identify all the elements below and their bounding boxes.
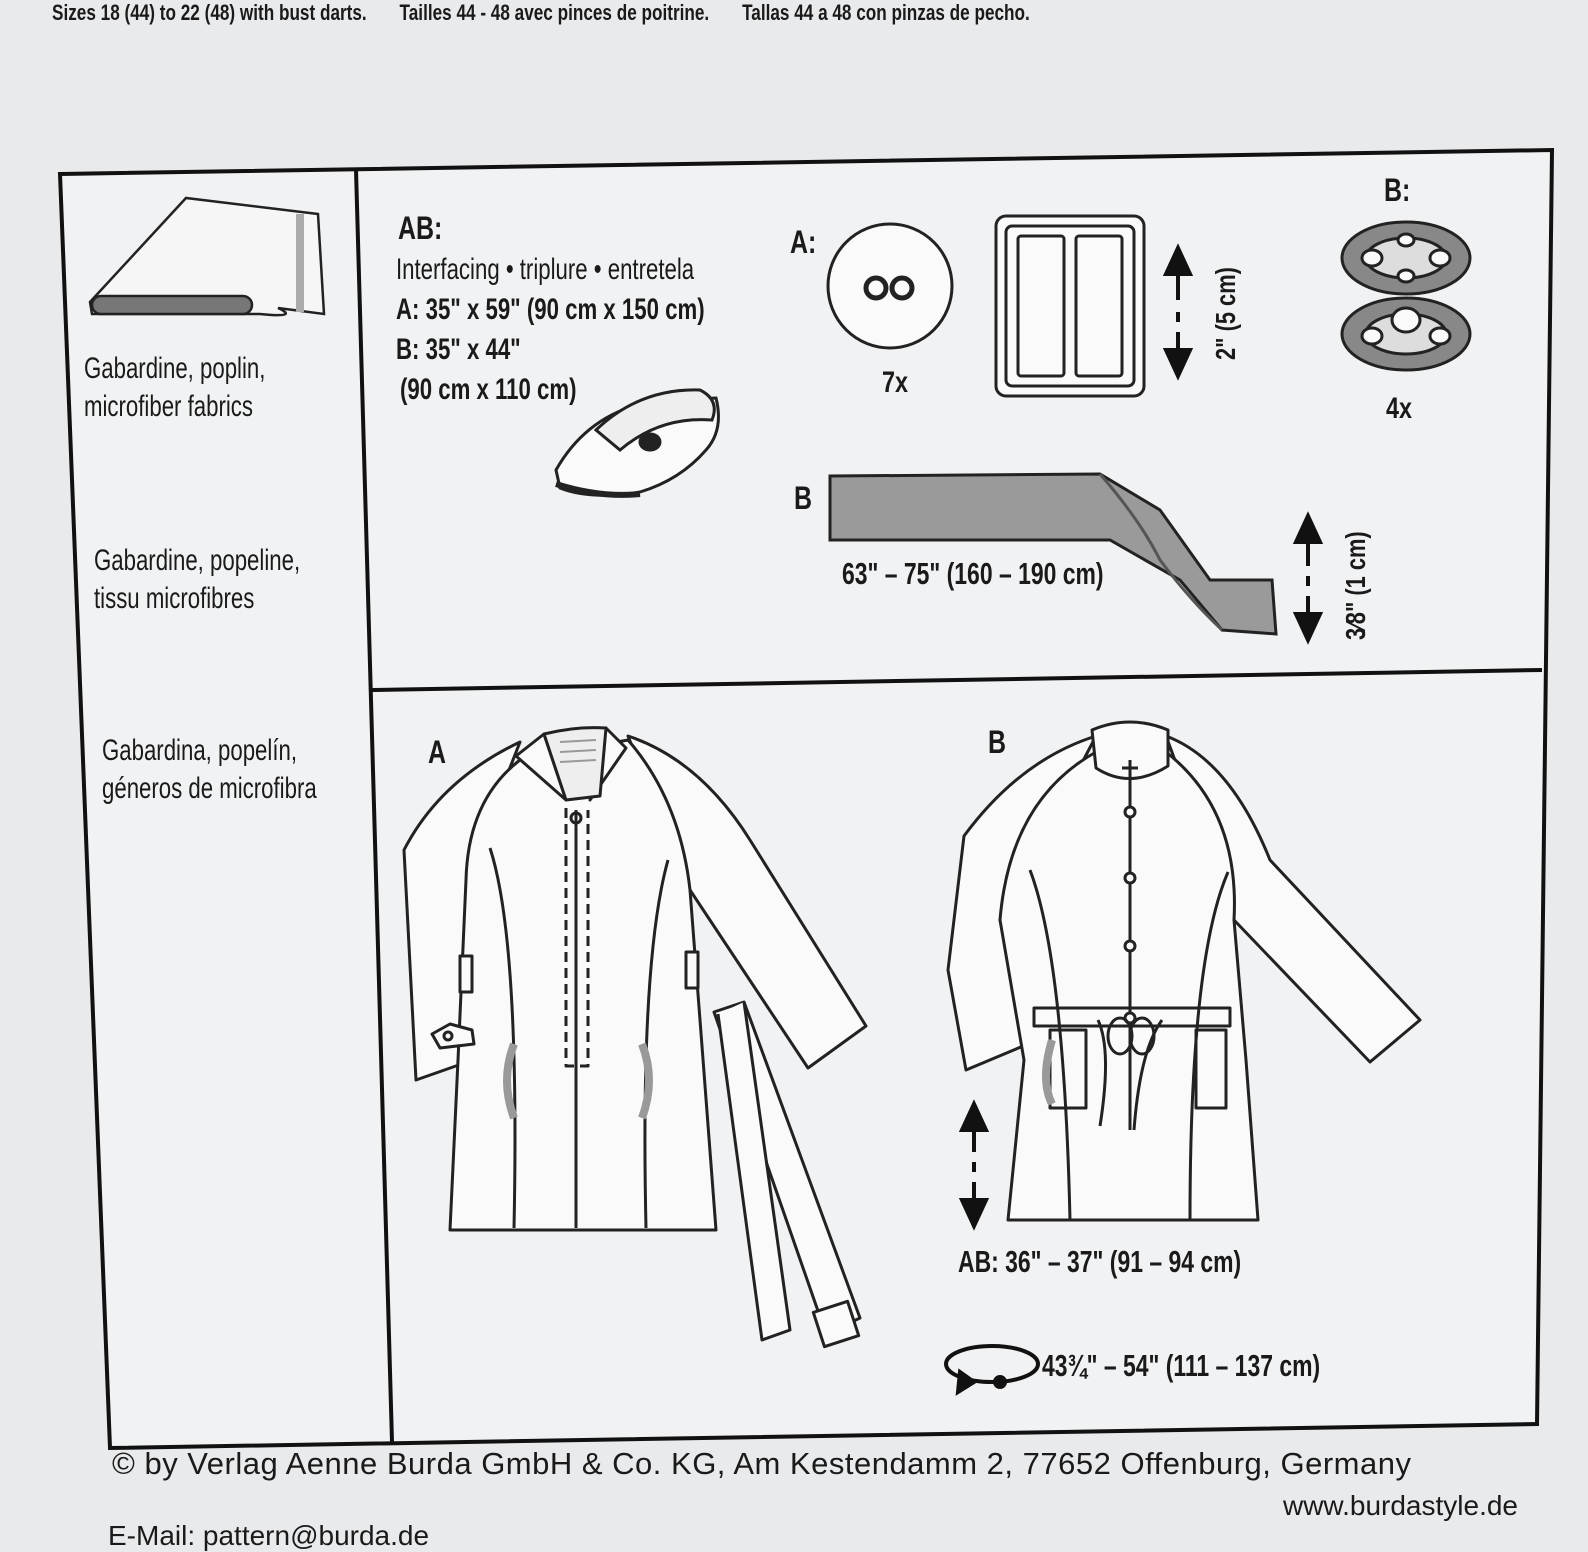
fabric-es-line2: géneros de microfibra [102, 772, 317, 805]
fabric-list-english: Gabardine, poplin, microfiber fabrics [84, 350, 265, 426]
fabric-list-french: Gabardine, popeline, tissu microfibres [94, 542, 300, 618]
interfacing-title: Interfacing • triplure • entretela [396, 253, 695, 286]
button-icon [826, 222, 954, 350]
fabric-en-line1: Gabardine, poplin, [84, 352, 266, 385]
cord-length: 63" – 75" (160 – 190 cm) [842, 556, 1104, 591]
interfacing-heading: AB: [398, 210, 443, 246]
cord-icon [828, 472, 1278, 636]
buttons-count: 7x [882, 366, 909, 399]
interfacing-b-cm: (90 cm x 110 cm) [400, 373, 577, 406]
finished-length: AB: 36" – 37" (91 – 94 cm) [958, 1244, 1242, 1279]
length-arrow [958, 1099, 990, 1231]
header-french: Tailles 44 - 48 avec pinces de poitrine. [399, 0, 710, 25]
jacket-b-drawing [946, 720, 1422, 1222]
buckle-icon [994, 214, 1146, 398]
hip-width: 43¾" – 54" (111 – 137 cm) [1042, 1348, 1321, 1383]
fabric-fr-line2: tissu microfibres [94, 582, 255, 615]
website-url: www.burdastyle.de [1282, 1490, 1518, 1521]
fabric-bolt-icon [88, 196, 326, 317]
copyright-notice: © by Verlag Aenne Burda GmbH & Co. KG, A… [112, 1446, 1412, 1481]
notions-a-label: A: [790, 224, 817, 260]
cord-width-arrow [1292, 511, 1324, 645]
buckle-size-arrow [1162, 243, 1194, 381]
circumference-icon [944, 1344, 1040, 1396]
fabric-es-line1: Gabardina, popelín, [102, 734, 298, 767]
cord-label: B [794, 480, 813, 516]
header-english: Sizes 18 (44) to 22 (48) with bust darts… [52, 0, 367, 25]
iron-icon [554, 388, 720, 498]
view-b-label: B [988, 724, 1007, 760]
left-column-divider [354, 169, 394, 1443]
snaps-count: 4x [1386, 392, 1413, 425]
fabric-en-line2: microfiber fabrics [84, 390, 254, 423]
fabric-fr-line1: Gabardine, popeline, [94, 544, 301, 577]
horizontal-divider [371, 668, 1543, 692]
contact-email: E-Mail: pattern@burda.de [108, 1520, 430, 1551]
interfacing-b-inches: B: 35" x 44" [396, 333, 521, 366]
jacket-a-drawing [402, 726, 868, 1349]
interfacing-a: A: 35" x 59" (90 cm x 150 cm) [396, 293, 705, 326]
buckle-size-label: 2" (5 cm) [1210, 267, 1241, 360]
snap-fastener-icon [1340, 220, 1472, 372]
header-spanish: Tallas 44 a 48 con pinzas de pecho. [742, 0, 1030, 25]
fabric-list-spanish: Gabardina, popelín, géneros de microfibr… [102, 732, 317, 808]
cord-width-label: 3⁄8" (1 cm) [1340, 531, 1371, 640]
view-a-label: A [428, 734, 447, 770]
size-range-header: Sizes 18 (44) to 22 (48) with bust darts… [52, 0, 1058, 26]
notions-b-label: B: [1384, 172, 1411, 208]
